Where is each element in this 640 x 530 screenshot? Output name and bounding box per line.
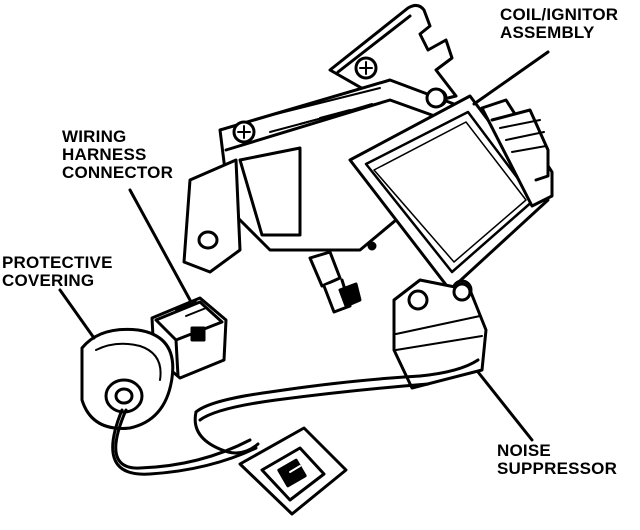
leader-coil-ignitor <box>472 50 550 106</box>
ignitor-module <box>348 87 550 301</box>
leader-lines <box>58 50 550 442</box>
noise-suppressor-body <box>392 278 488 390</box>
label-protective-covering: PROTECTIVE COVERING <box>2 253 113 290</box>
harness-wires <box>111 358 480 476</box>
label-coil-ignitor-assembly: COIL/IGNITOR ASSEMBLY <box>500 5 619 42</box>
leader-protective-covering <box>58 288 96 340</box>
coil-terminals <box>308 250 362 314</box>
leader-wiring-harness <box>128 188 192 302</box>
label-noise-suppressor: NOISE SUPPRESSOR <box>497 441 618 478</box>
label-wiring-harness-connector: WIRING HARNESS CONNECTOR <box>62 127 174 182</box>
mounting-bracket <box>328 3 458 112</box>
left-mounting-ear <box>182 158 242 274</box>
ignitor-connector-plug <box>480 98 554 208</box>
leader-noise-suppressor <box>476 370 534 442</box>
terminal-connector <box>238 426 348 516</box>
protective-covering <box>80 327 175 430</box>
